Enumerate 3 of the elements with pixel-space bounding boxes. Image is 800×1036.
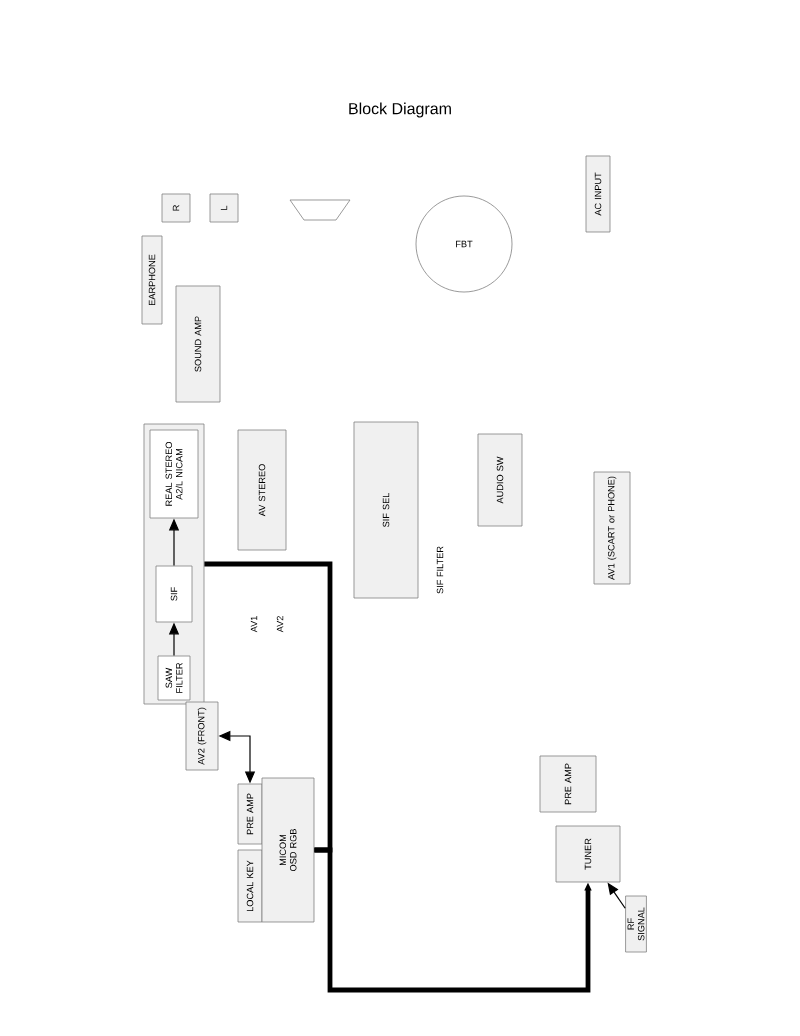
connector: [314, 847, 592, 993]
connector: [204, 561, 333, 853]
title: Block Diagram: [349, 102, 451, 118]
